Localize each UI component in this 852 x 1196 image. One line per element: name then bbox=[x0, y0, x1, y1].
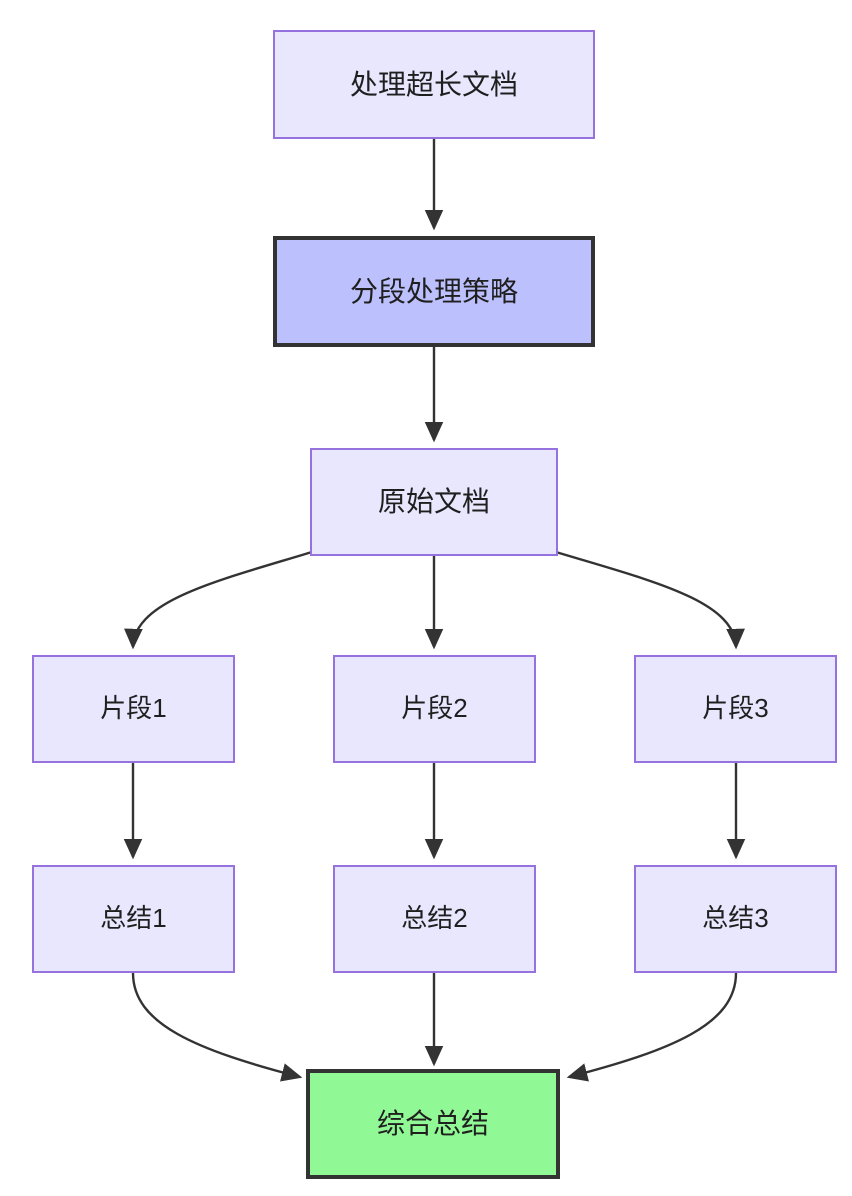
node-sum1[interactable]: 总结1 bbox=[32, 865, 235, 973]
node-chunk3[interactable]: 片段3 bbox=[634, 655, 837, 763]
node-strategy[interactable]: 分段处理策略 bbox=[273, 236, 595, 347]
node-sum2[interactable]: 总结2 bbox=[333, 865, 536, 973]
edge-source-to-chunk1 bbox=[124, 550, 313, 650]
node-sum1-label: 总结1 bbox=[100, 903, 167, 934]
node-chunk2-label: 片段2 bbox=[401, 693, 468, 724]
node-chunk1[interactable]: 片段1 bbox=[32, 655, 235, 763]
node-sum3[interactable]: 总结3 bbox=[634, 865, 837, 973]
node-source[interactable]: 原始文档 bbox=[310, 448, 558, 556]
edge-sum1-to-final bbox=[131, 972, 303, 1082]
node-root-label: 处理超长文档 bbox=[349, 68, 518, 100]
node-strategy-label: 分段处理策略 bbox=[349, 275, 518, 307]
edge-source-to-chunk3 bbox=[555, 550, 745, 650]
node-chunk3-label: 片段3 bbox=[702, 693, 769, 724]
node-final[interactable]: 综合总结 bbox=[306, 1069, 560, 1179]
node-source-label: 原始文档 bbox=[377, 486, 490, 518]
edge-sum3-to-final bbox=[566, 972, 738, 1082]
node-root[interactable]: 处理超长文档 bbox=[273, 30, 595, 139]
node-sum3-label: 总结3 bbox=[702, 903, 769, 934]
node-sum2-label: 总结2 bbox=[401, 903, 468, 934]
node-chunk2[interactable]: 片段2 bbox=[333, 655, 536, 763]
node-chunk1-label: 片段1 bbox=[100, 693, 167, 724]
node-final-label: 综合总结 bbox=[376, 1108, 489, 1140]
